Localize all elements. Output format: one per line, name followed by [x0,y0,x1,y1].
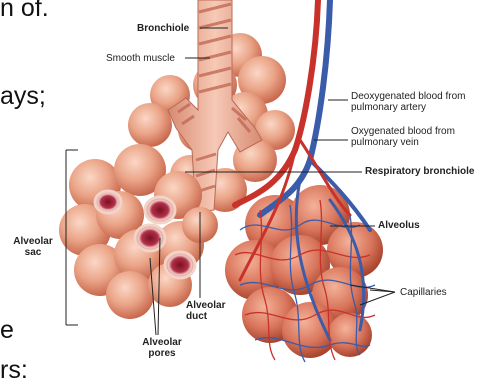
label-deoxygenated-blood-line1: Deoxygenated blood from [351,91,466,102]
label-bronchiole: Bronchiole [137,23,189,34]
label-respiratory-bronchiole: Respiratory bronchiole [365,166,474,177]
label-smooth-muscle: Smooth muscle [106,53,175,64]
label-oxygenated-blood-line1: Oxygenated blood from [351,126,455,137]
label-alveolar-sac-line1: Alveolar [8,236,58,247]
label-oxygenated-blood-line2: pulmonary vein [351,137,419,148]
label-capillaries: Capillaries [400,287,447,298]
label-alveolus: Alveolus [378,220,420,231]
label-alveolar-duct-line2: duct [186,311,207,322]
label-alveolar-pores-line1: Alveolar [137,337,187,348]
label-alveolar-pores-line2: pores [137,348,187,359]
label-alveolar-sac-line2: sac [8,247,58,258]
label-alveolar-duct-line1: Alveolar [186,300,225,311]
label-deoxygenated-blood-line2: pulmonary artery [351,102,426,113]
